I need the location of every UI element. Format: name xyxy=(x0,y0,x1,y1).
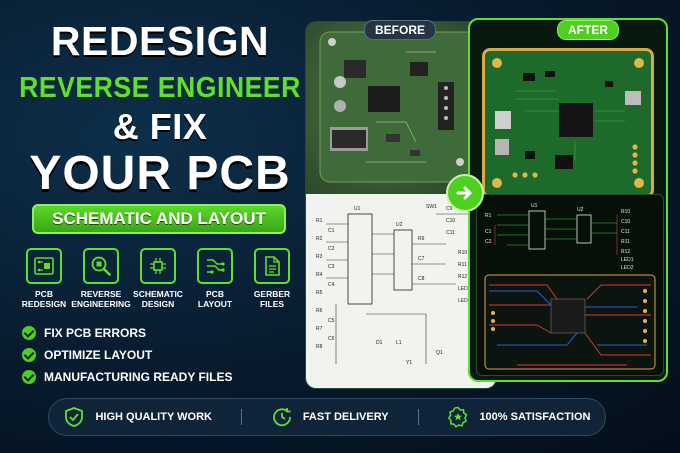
svg-text:C7: C7 xyxy=(418,256,425,262)
svg-text:C4: C4 xyxy=(328,282,335,288)
subtitle-pill: SCHEMATIC AND LAYOUT xyxy=(32,204,286,234)
checklist-item: OPTIMIZE LAYOUT xyxy=(22,344,232,366)
service-pcb-layout: PCB LAYOUT xyxy=(189,248,241,309)
svg-text:C11: C11 xyxy=(446,230,455,236)
svg-text:R5: R5 xyxy=(316,290,323,296)
check-circle-icon xyxy=(22,326,36,340)
layout-traces-icon xyxy=(197,248,233,284)
svg-text:LED2: LED2 xyxy=(621,265,634,271)
star-badge-icon xyxy=(448,406,468,428)
svg-text:C8: C8 xyxy=(418,276,425,282)
hero: REDESIGN REVERSE ENGINEER & FIX YOUR PCB… xyxy=(0,0,320,390)
svg-text:R6: R6 xyxy=(316,308,323,314)
new-pcb-render xyxy=(482,48,654,198)
pcb-board-icon xyxy=(26,248,62,284)
svg-text:Q1: Q1 xyxy=(436,350,443,356)
arrow-right-icon xyxy=(446,174,484,212)
footer-divider xyxy=(417,409,419,425)
svg-text:R7: R7 xyxy=(316,326,323,332)
svg-text:R11: R11 xyxy=(458,262,467,268)
footer-item-quality: HIGH QUALITY WORK xyxy=(63,406,212,428)
footer-divider xyxy=(240,409,242,425)
before-tag: BEFORE xyxy=(364,20,437,40)
svg-text:R10: R10 xyxy=(621,209,630,215)
document-icon xyxy=(254,248,290,284)
after-panel: U1 R1 C1 C2 R10 C10 C11 R11 R12 LED1 LED… xyxy=(468,18,668,382)
svg-text:C10: C10 xyxy=(446,218,455,224)
svg-text:R1: R1 xyxy=(316,218,323,224)
footer-item-satisfaction: 100% SATISFACTION xyxy=(447,406,590,428)
after-tag: AFTER xyxy=(557,20,619,40)
service-schematic-design: SCHEMATIC DESIGN xyxy=(132,248,184,309)
svg-text:Y1: Y1 xyxy=(406,360,412,366)
svg-text:LED1: LED1 xyxy=(621,257,634,263)
checklist-item: FIX PCB ERRORS xyxy=(22,322,232,344)
svg-text:C2: C2 xyxy=(485,239,492,245)
magnifier-chip-icon xyxy=(83,248,119,284)
clock-arrow-icon xyxy=(272,408,291,427)
headline-reverse-engineer: REVERSE ENGINEER xyxy=(19,72,301,104)
footer-item-delivery: FAST DELIVERY xyxy=(271,406,389,428)
headline-and-fix: & FIX xyxy=(112,106,208,147)
svg-text:R8: R8 xyxy=(316,344,323,350)
check-circle-icon xyxy=(22,348,36,362)
svg-text:C6: C6 xyxy=(328,336,335,342)
service-reverse-engineering: REVERSE ENGINEERING xyxy=(71,248,131,309)
svg-text:R4: R4 xyxy=(316,272,323,278)
checklist: FIX PCB ERRORS OPTIMIZE LAYOUT MANUFACTU… xyxy=(22,322,232,388)
service-pcb-redesign: PCB REDESIGN xyxy=(18,248,70,309)
schematic-icon xyxy=(140,248,176,284)
svg-text:U1: U1 xyxy=(531,203,538,209)
service-label: PCB REDESIGN xyxy=(21,289,67,309)
service-label: REVERSE ENGINEERING xyxy=(71,289,131,309)
svg-text:R1: R1 xyxy=(485,213,492,219)
old-pcb-photo xyxy=(306,22,496,194)
svg-text:U2: U2 xyxy=(396,222,403,228)
svg-text:C2: C2 xyxy=(328,246,335,252)
new-schematic-and-layout: U1 R1 C1 C2 R10 C10 C11 R11 R12 LED1 LED… xyxy=(476,194,664,376)
shield-check-icon xyxy=(65,407,84,427)
service-gerber-files: GERBER FILES xyxy=(246,248,298,309)
service-label: GERBER FILES xyxy=(253,289,291,309)
svg-text:R11: R11 xyxy=(621,239,630,245)
svg-text:C1: C1 xyxy=(485,229,492,235)
services-row: PCB REDESIGN REVERSE ENGINEERING SCHEMAT… xyxy=(18,248,298,309)
svg-text:C11: C11 xyxy=(621,229,630,235)
svg-text:R12: R12 xyxy=(458,274,467,280)
svg-text:D1: D1 xyxy=(376,340,383,346)
svg-text:U1: U1 xyxy=(354,206,361,212)
headline-your-pcb: YOUR PCB xyxy=(29,147,291,200)
footer-bar: HIGH QUALITY WORK FAST DELIVERY 100% SAT… xyxy=(48,398,606,436)
svg-text:R3: R3 xyxy=(316,254,323,260)
svg-text:C5: C5 xyxy=(328,318,335,324)
svg-text:C3: C3 xyxy=(328,264,335,270)
svg-text:U2: U2 xyxy=(577,207,584,213)
service-label: SCHEMATIC DESIGN xyxy=(133,289,183,309)
check-circle-icon xyxy=(22,370,36,384)
headline-redesign: REDESIGN xyxy=(50,18,270,64)
svg-text:R10: R10 xyxy=(458,250,467,256)
svg-text:LED2: LED2 xyxy=(458,298,471,304)
svg-text:C9: C9 xyxy=(446,206,453,212)
svg-text:C1: C1 xyxy=(328,228,335,234)
svg-text:L1: L1 xyxy=(396,340,402,346)
svg-text:R12: R12 xyxy=(621,249,630,255)
svg-text:SW1: SW1 xyxy=(426,204,437,210)
svg-text:C10: C10 xyxy=(621,219,630,225)
old-schematic-paper: R1 R2 R3 R4 R5 R6 R7 R8 C1 C2 C3 C4 C5 C… xyxy=(306,194,496,388)
service-label: PCB LAYOUT xyxy=(197,289,233,309)
svg-text:R2: R2 xyxy=(316,236,323,242)
checklist-item: MANUFACTURING READY FILES xyxy=(22,366,232,388)
svg-text:R9: R9 xyxy=(418,236,425,242)
svg-text:LED1: LED1 xyxy=(458,286,471,292)
